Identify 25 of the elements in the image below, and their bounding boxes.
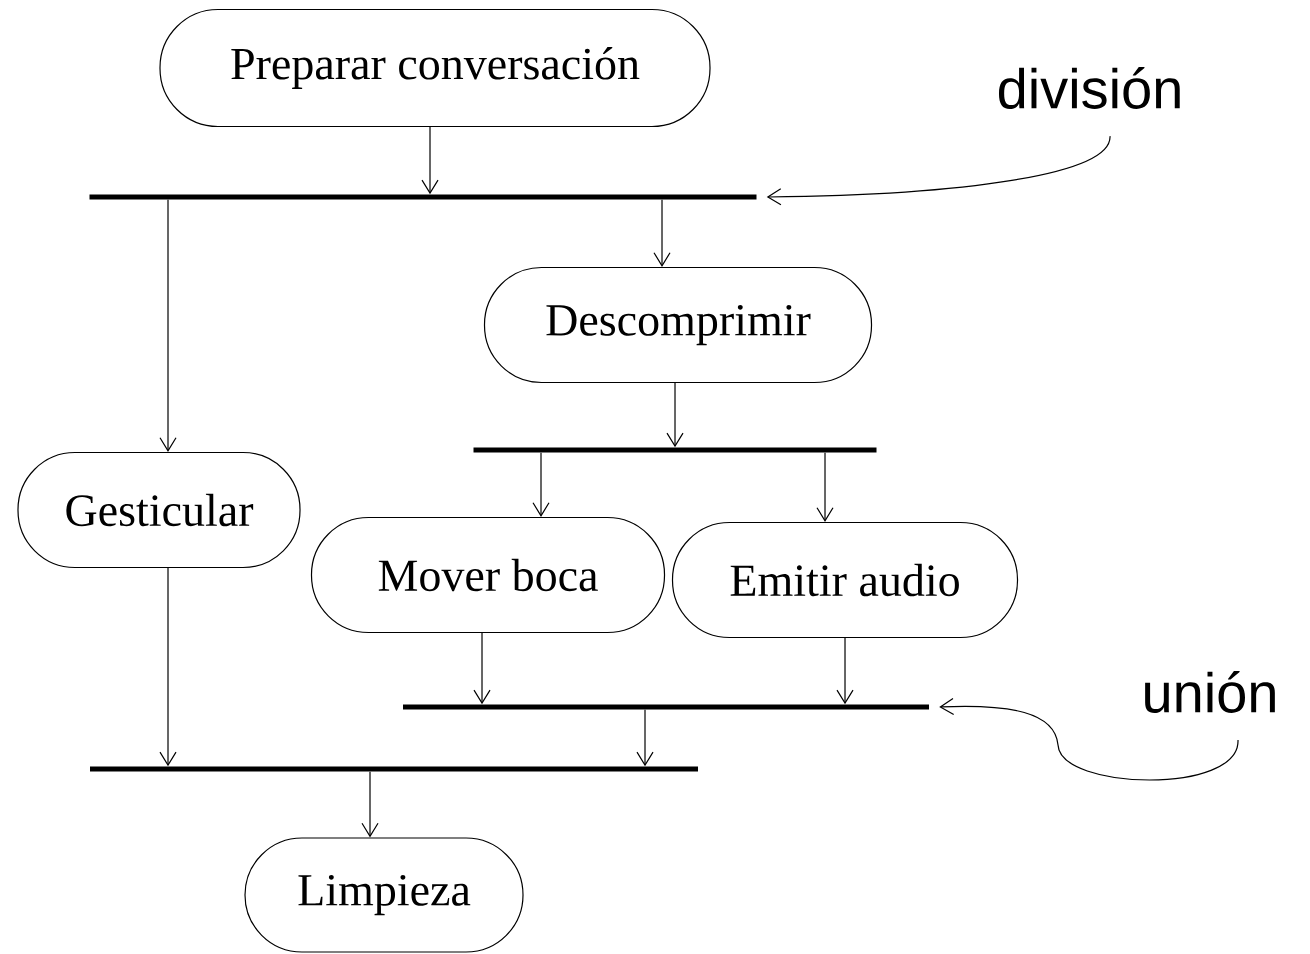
- activity-box: Preparar conversación: [159, 8, 711, 128]
- arrow: [473, 632, 491, 705]
- activity-box: Mover boca: [310, 516, 666, 634]
- arrow: [653, 199, 671, 267]
- activity-box: Emitir audio: [671, 521, 1019, 639]
- arrow: [532, 452, 550, 517]
- callout-label: división: [999, 67, 1180, 109]
- arrow: [666, 382, 684, 448]
- arrow: [816, 452, 834, 522]
- activity-box: Limpieza: [244, 837, 524, 953]
- sync-bar: [473, 447, 877, 453]
- sync-bar: [403, 704, 929, 710]
- leader-line: [939, 697, 1239, 781]
- sync-bar: [90, 766, 698, 772]
- arrow: [159, 199, 177, 452]
- leader-line: [766, 135, 1111, 206]
- sync-bar: [89, 194, 757, 200]
- arrow: [159, 567, 177, 767]
- arrow: [836, 637, 854, 705]
- arrow: [421, 126, 439, 195]
- activity-box: Descomprimir: [483, 266, 873, 384]
- arrow: [361, 771, 379, 838]
- arrow: [636, 709, 654, 767]
- callout-label: unión: [1145, 671, 1275, 713]
- activity-box: Gesticular: [17, 451, 301, 569]
